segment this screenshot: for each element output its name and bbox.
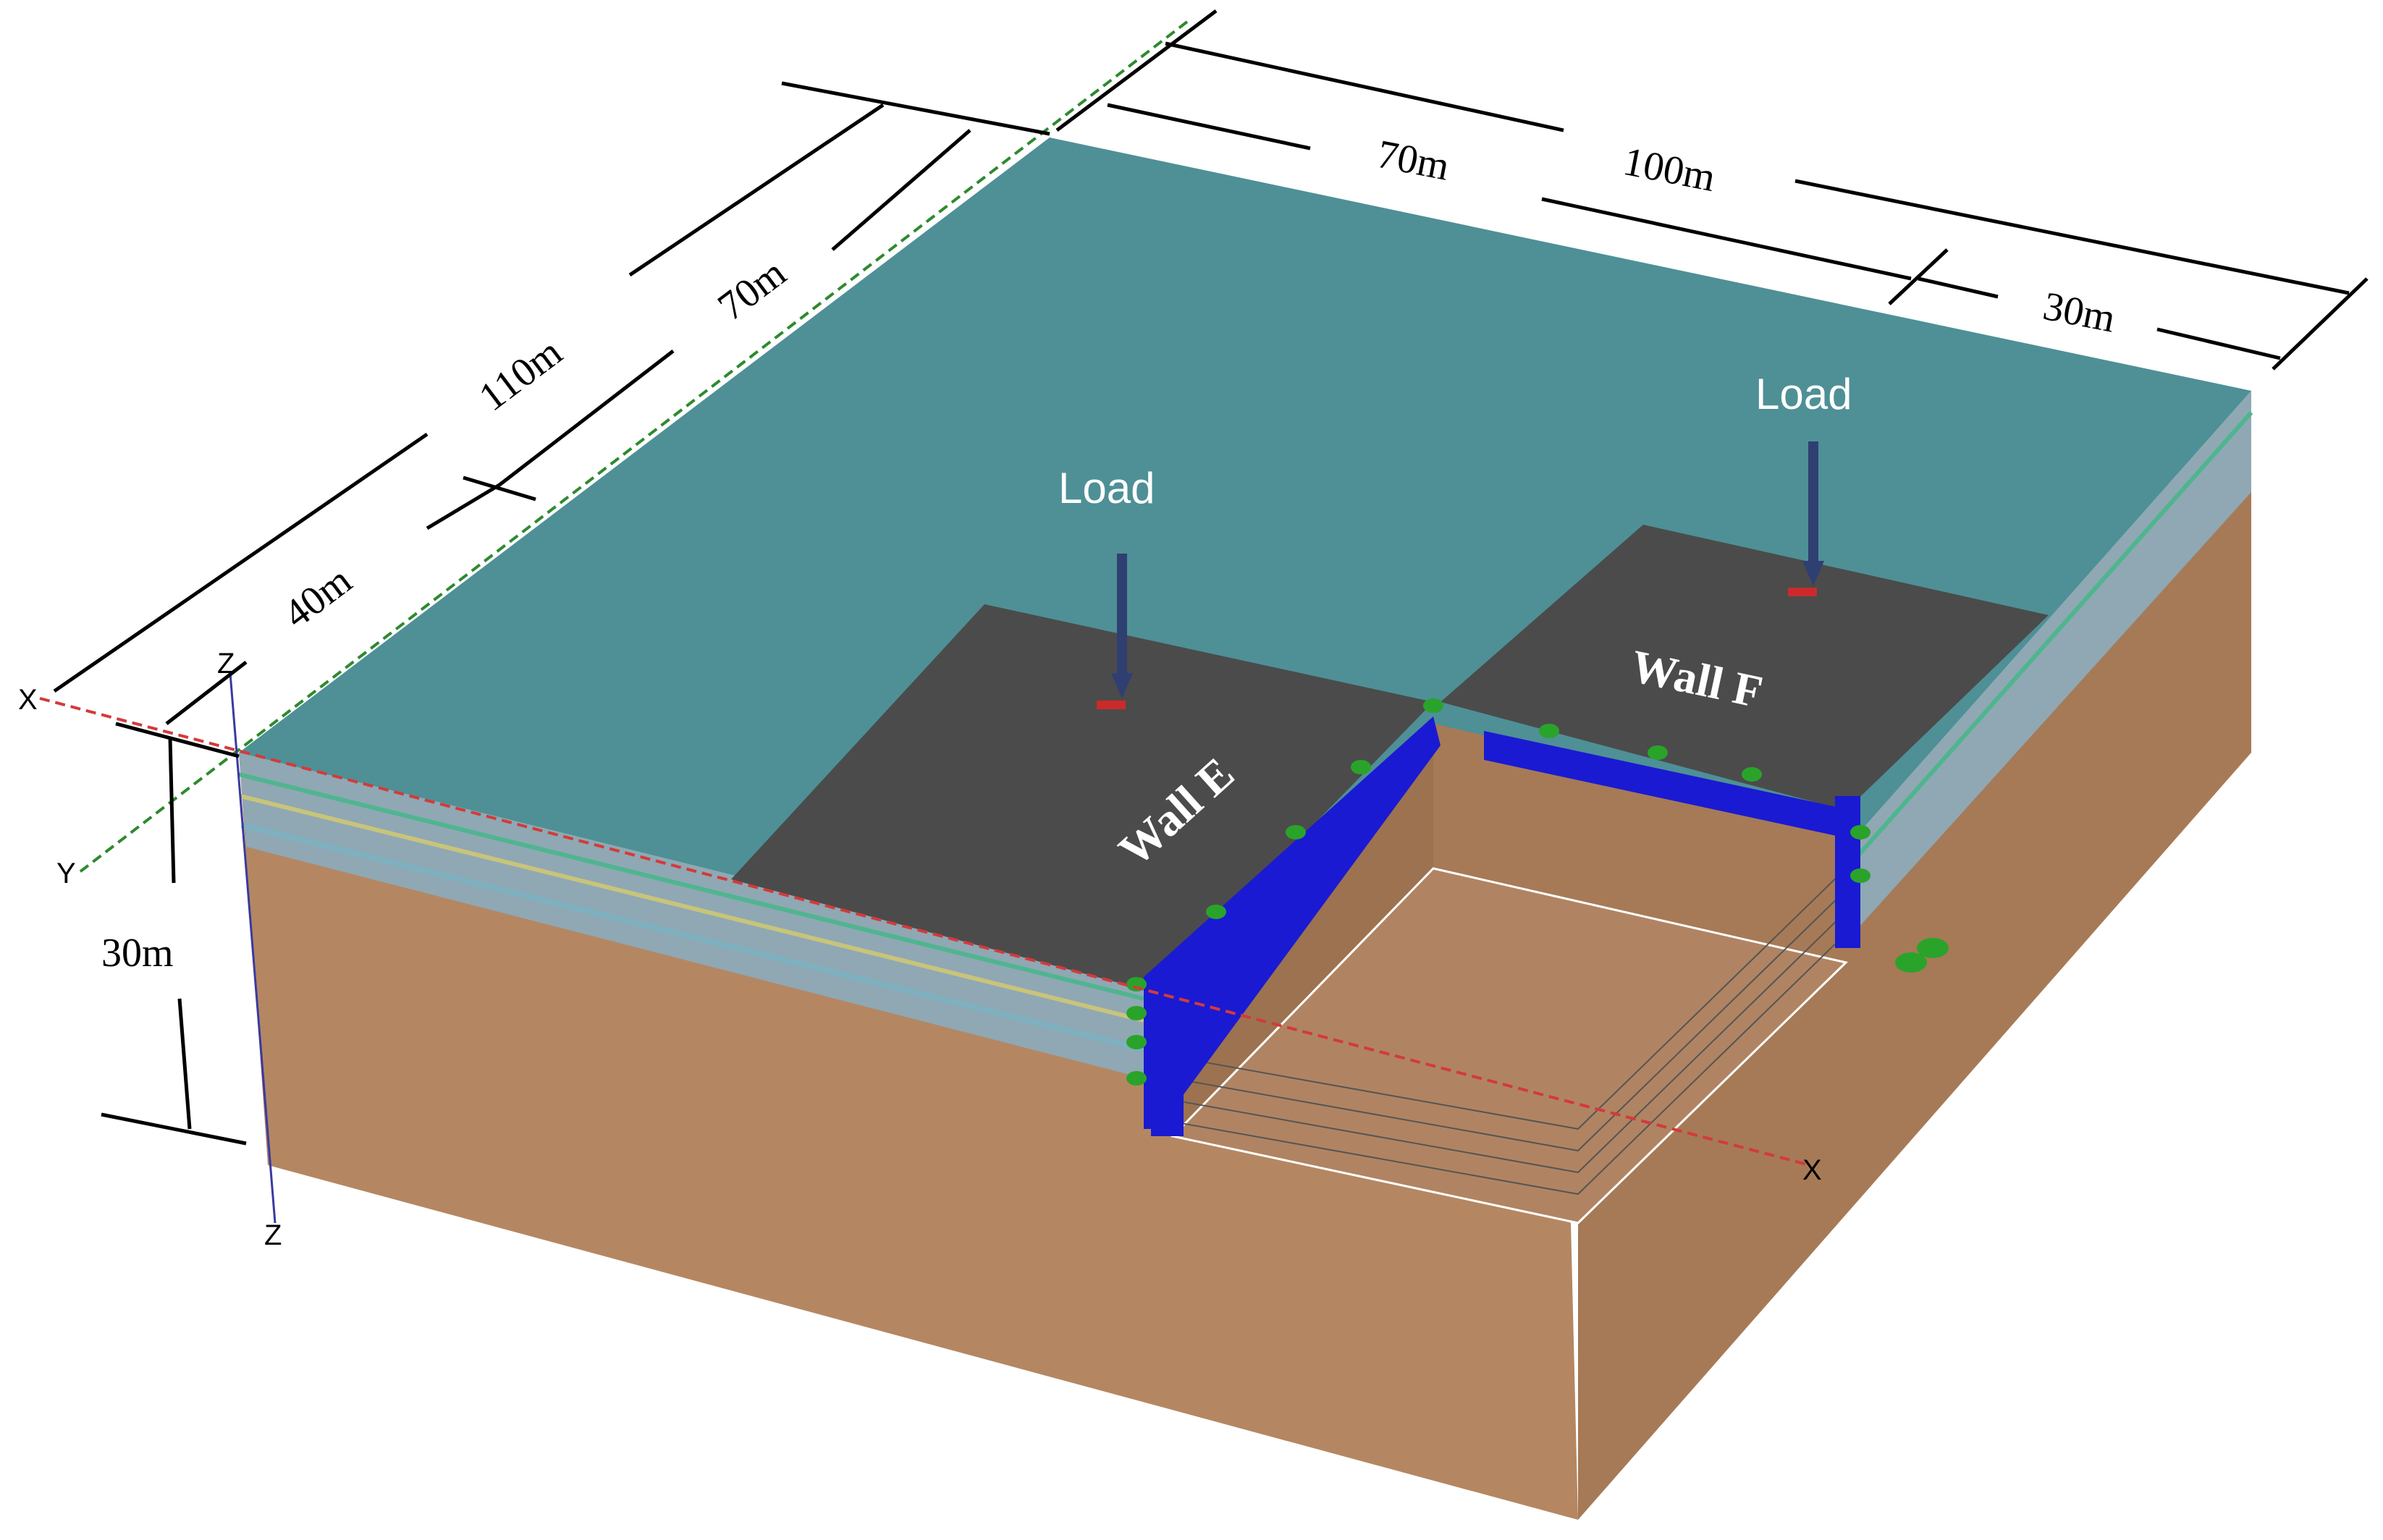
strata-left	[239, 753, 1144, 1078]
wall-e-structure	[1144, 716, 1441, 1136]
dim-70m-tick	[1888, 248, 1949, 305]
dim-110m-line-b	[628, 103, 885, 277]
strata-line-1	[238, 772, 1144, 1001]
anchor-marker	[1351, 760, 1371, 774]
wall-e-panel	[1144, 716, 1441, 1129]
pit-strata-2	[1172, 889, 1847, 1152]
anchor-marker	[1126, 1006, 1147, 1020]
wall-f-panel	[1484, 731, 1853, 839]
slab-wall-e	[731, 604, 1433, 991]
dim-30m-top-line	[1918, 276, 1999, 299]
load-arrow-left	[1097, 554, 1133, 709]
dim-40m-line-b	[165, 661, 248, 725]
load-label-right: Load	[1755, 370, 1852, 418]
load-arrow-right-head	[1802, 561, 1824, 586]
pit-floor	[1171, 867, 1849, 1224]
dim-label-110m: 110m	[471, 329, 571, 420]
axis-label-z-bottom: Z	[264, 1219, 282, 1251]
dim-110m-line-a	[53, 432, 429, 693]
dim-30m-depth-ext-top	[115, 722, 240, 758]
dim-100m-line-a	[1165, 41, 1564, 132]
dimension-lines	[53, 9, 2369, 1146]
anchors	[1126, 698, 1949, 1086]
anchor-marker	[1648, 745, 1668, 760]
anchor-marker	[1850, 825, 1870, 839]
dim-110m-ext	[781, 81, 1050, 136]
anchor-marker	[1917, 938, 1949, 958]
load-label-left: Load	[1058, 464, 1155, 512]
y-axis-line	[78, 20, 1189, 873]
anchor-marker	[1895, 952, 1927, 973]
anchor-marker	[1742, 767, 1762, 782]
dim-100m-ext-right	[2272, 277, 2369, 371]
z-axis-line	[229, 672, 277, 1224]
anchor-marker	[1126, 977, 1147, 991]
dim-100m-ext-left	[1055, 9, 1218, 132]
dim-label-40m: 40m	[276, 558, 360, 637]
anchor-marker	[1423, 698, 1443, 713]
dim-30m-depth-ext-bottom	[101, 1112, 247, 1146]
load-point-right	[1788, 588, 1817, 596]
anchor-marker	[1850, 868, 1870, 883]
dim-label-70m-top: 70m	[1374, 132, 1454, 190]
dim-label-30m-top: 30m	[2040, 284, 2120, 342]
pit-strata-3	[1172, 911, 1847, 1174]
dim-label-70m-left: 70m	[710, 250, 795, 329]
dim-40m-line	[426, 483, 501, 530]
pit-back-wall	[1433, 724, 1846, 962]
load-point-left	[1097, 701, 1126, 709]
slab-wall-f	[1441, 525, 2049, 811]
axis-label-y: Y	[56, 858, 76, 889]
anchor-marker	[1206, 905, 1226, 919]
soil-front-left-face	[239, 753, 1578, 1520]
dim-70m-left-tick	[463, 475, 536, 502]
load-arrow-left-head	[1111, 673, 1133, 698]
anchor-marker	[1126, 1071, 1147, 1086]
load-arrow-right	[1788, 441, 1824, 596]
strata-line-3	[241, 822, 1144, 1052]
axis-label-x-left: X	[18, 684, 38, 716]
wall-e-post	[1151, 977, 1184, 1136]
dim-30m-depth-line-a	[168, 737, 176, 884]
pit-strata-1	[1172, 868, 1847, 1130]
anchor-marker	[1286, 825, 1306, 839]
wall-f-structure	[1484, 731, 1860, 948]
strata-right-line	[1851, 411, 2253, 863]
axes: X X Y Z Z	[18, 20, 1822, 1251]
dim-30m-depth-line-b	[177, 998, 192, 1130]
x-axis-line	[39, 697, 1810, 1167]
dim-label-30m-depth: 30m	[101, 931, 174, 976]
axis-label-x-right: X	[1802, 1154, 1822, 1186]
anchor-marker	[1539, 724, 1559, 738]
dim-70m-top-line	[1107, 103, 1311, 151]
dim-30m-top-line-b	[2156, 327, 2281, 360]
dim-70m-top-line-b	[1541, 197, 1912, 281]
pit-strata-4	[1172, 933, 1847, 1196]
dim-70m-left-line-b	[831, 129, 971, 251]
dim-label-100m: 100m	[1620, 139, 1719, 200]
strata-line-2	[240, 794, 1144, 1023]
dim-70m-left-line-a	[498, 350, 675, 486]
dim-100m-line-b	[1794, 179, 2350, 295]
anchor-marker	[1126, 1035, 1147, 1049]
